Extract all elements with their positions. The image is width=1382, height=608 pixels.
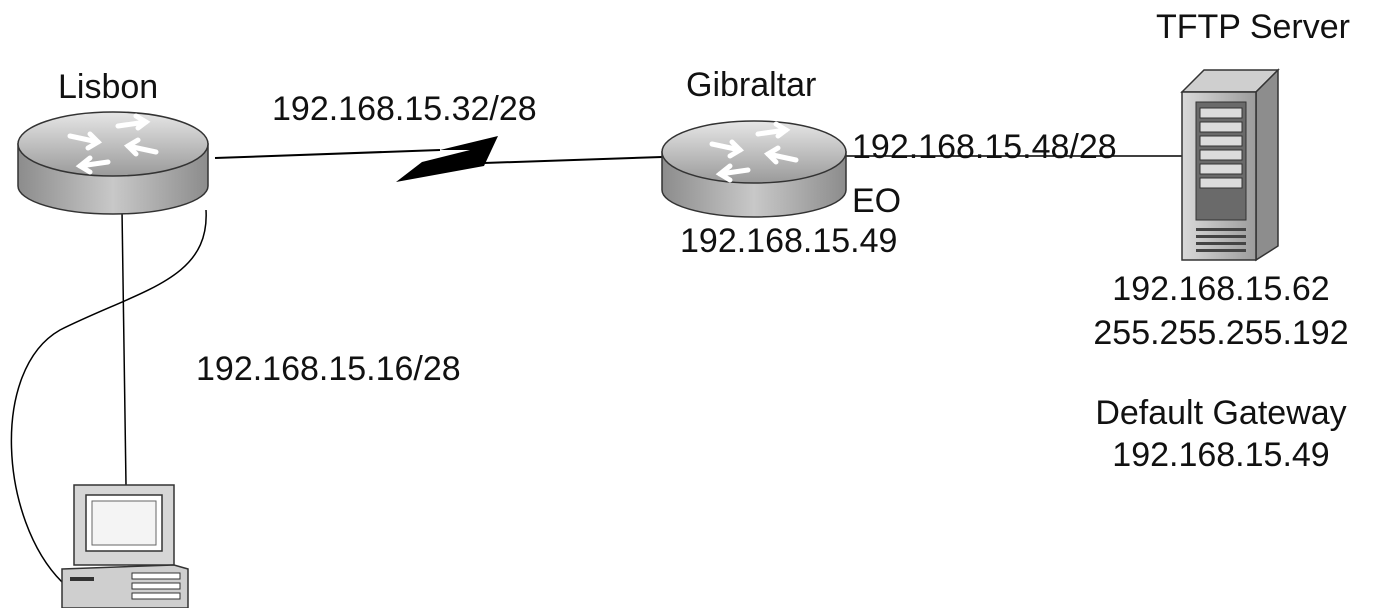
default-gateway-ip: 192.168.15.49 (1112, 436, 1330, 474)
console-cable (10, 209, 207, 583)
server-tower-icon[interactable] (1180, 68, 1280, 262)
router-icon[interactable] (661, 120, 847, 218)
desktop-computer-icon[interactable] (61, 484, 189, 608)
ethernet-link-pc (121, 209, 127, 486)
wan-subnet-label: 192.168.15.32/28 (272, 90, 537, 128)
lisbon-label: Lisbon (58, 68, 159, 106)
interface-label: EO (852, 182, 902, 220)
tftp-server-label: TFTP Server (1156, 8, 1350, 46)
gibraltar-interface-ip: 192.168.15.49 (680, 222, 898, 260)
server-ip: 192.168.15.62 (1112, 270, 1330, 308)
router-icon[interactable] (17, 111, 209, 215)
gibraltar-label: Gibraltar (686, 66, 817, 104)
serial-link-lightning-icon (396, 136, 498, 182)
wan-serial-link (214, 136, 663, 182)
pc-lan-subnet-label: 192.168.15.16/28 (196, 350, 461, 388)
default-gateway-label: Default Gateway (1095, 394, 1347, 432)
server-subnet-mask: 255.255.255.192 (1093, 314, 1349, 352)
server-lan-subnet-label: 192.168.15.48/28 (852, 128, 1117, 166)
